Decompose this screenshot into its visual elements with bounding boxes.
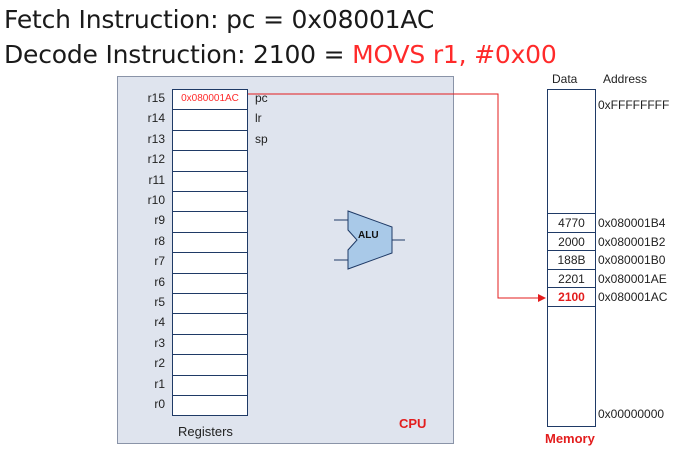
memory-divider [547, 213, 596, 214]
register-cell-r5 [172, 293, 248, 314]
memory-divider [547, 305, 596, 307]
cpu-label: CPU [399, 416, 427, 431]
register-name-r2: r2 [154, 356, 165, 371]
memory-divider [547, 268, 596, 270]
fetch-title: Fetch Instruction: pc = 0x08001AC [4, 5, 435, 34]
register-name-r14: r14 [147, 111, 165, 126]
memory-divider [547, 287, 596, 288]
register-cell-r0 [172, 395, 248, 416]
memory-address: 0x080001AC [598, 290, 668, 304]
register-name-r6: r6 [154, 274, 165, 289]
memory-divider [547, 231, 596, 233]
register-name-r8: r8 [154, 233, 165, 248]
register-cell-r10 [172, 191, 248, 212]
register-cell-r4 [172, 313, 248, 335]
decode-title-prefix: Decode Instruction: 2100 = [4, 40, 353, 69]
memory-divider [547, 250, 596, 251]
memory-data-active: 2100 [558, 290, 585, 304]
register-name-r0: r0 [154, 397, 165, 411]
alu-label: ALU [358, 230, 379, 241]
decode-title: Decode Instruction: 2100 = MOVS r1, #0x0… [4, 40, 557, 69]
pc-to-memory-arrow [248, 93, 539, 299]
register-cell-r3 [172, 333, 248, 355]
register-alias-lr: lr [255, 111, 262, 126]
memory-address: 0x080001AE [598, 271, 667, 286]
register-name-r7: r7 [154, 254, 165, 269]
register-alias-sp: sp [255, 131, 268, 146]
register-cell-r11 [172, 170, 248, 192]
data-header: Data [552, 72, 578, 86]
register-cell-r13 [172, 129, 248, 151]
memory-address: 0x080001B0 [598, 253, 666, 267]
decoded-instruction: MOVS r1, #0x00 [352, 40, 557, 69]
memory-data: 4770 [558, 216, 585, 230]
register-name-r10: r10 [147, 193, 165, 207]
top-address: 0xFFFFFFFF [598, 98, 670, 112]
register-name-r1: r1 [154, 376, 165, 391]
register-cell-r8 [172, 231, 248, 253]
register-cell-r1 [172, 374, 248, 396]
memory-data: 2201 [558, 271, 585, 286]
register-cell-r15: 0x080001AC [172, 89, 248, 110]
memory-label: Memory [545, 431, 595, 446]
memory-column [547, 89, 596, 427]
memory-address: 0x080001B2 [598, 234, 666, 249]
register-name-r12: r12 [147, 152, 165, 167]
register-name-r13: r13 [147, 131, 165, 146]
register-name-r4: r4 [154, 315, 165, 330]
register-cell-r2 [172, 354, 248, 376]
register-cell-r12 [172, 150, 248, 172]
address-header: Address [603, 72, 648, 86]
memory-data: 188B [557, 253, 586, 267]
register-cell-r9 [172, 211, 248, 233]
register-cell-r14 [172, 109, 248, 131]
register-name-r15: r15 [147, 91, 165, 105]
register-cell-r6 [172, 272, 248, 294]
memory-data: 2000 [558, 234, 585, 249]
register-name-r5: r5 [154, 295, 165, 309]
memory-address: 0x080001B4 [598, 216, 666, 230]
bottom-address: 0x00000000 [598, 407, 665, 421]
register-name-r9: r9 [154, 213, 165, 228]
registers-label: Registers [178, 424, 233, 439]
register-name-r3: r3 [154, 335, 165, 350]
register-name-r11: r11 [148, 172, 165, 187]
register-cell-r7 [172, 252, 248, 274]
pc-arrowhead [538, 294, 546, 302]
